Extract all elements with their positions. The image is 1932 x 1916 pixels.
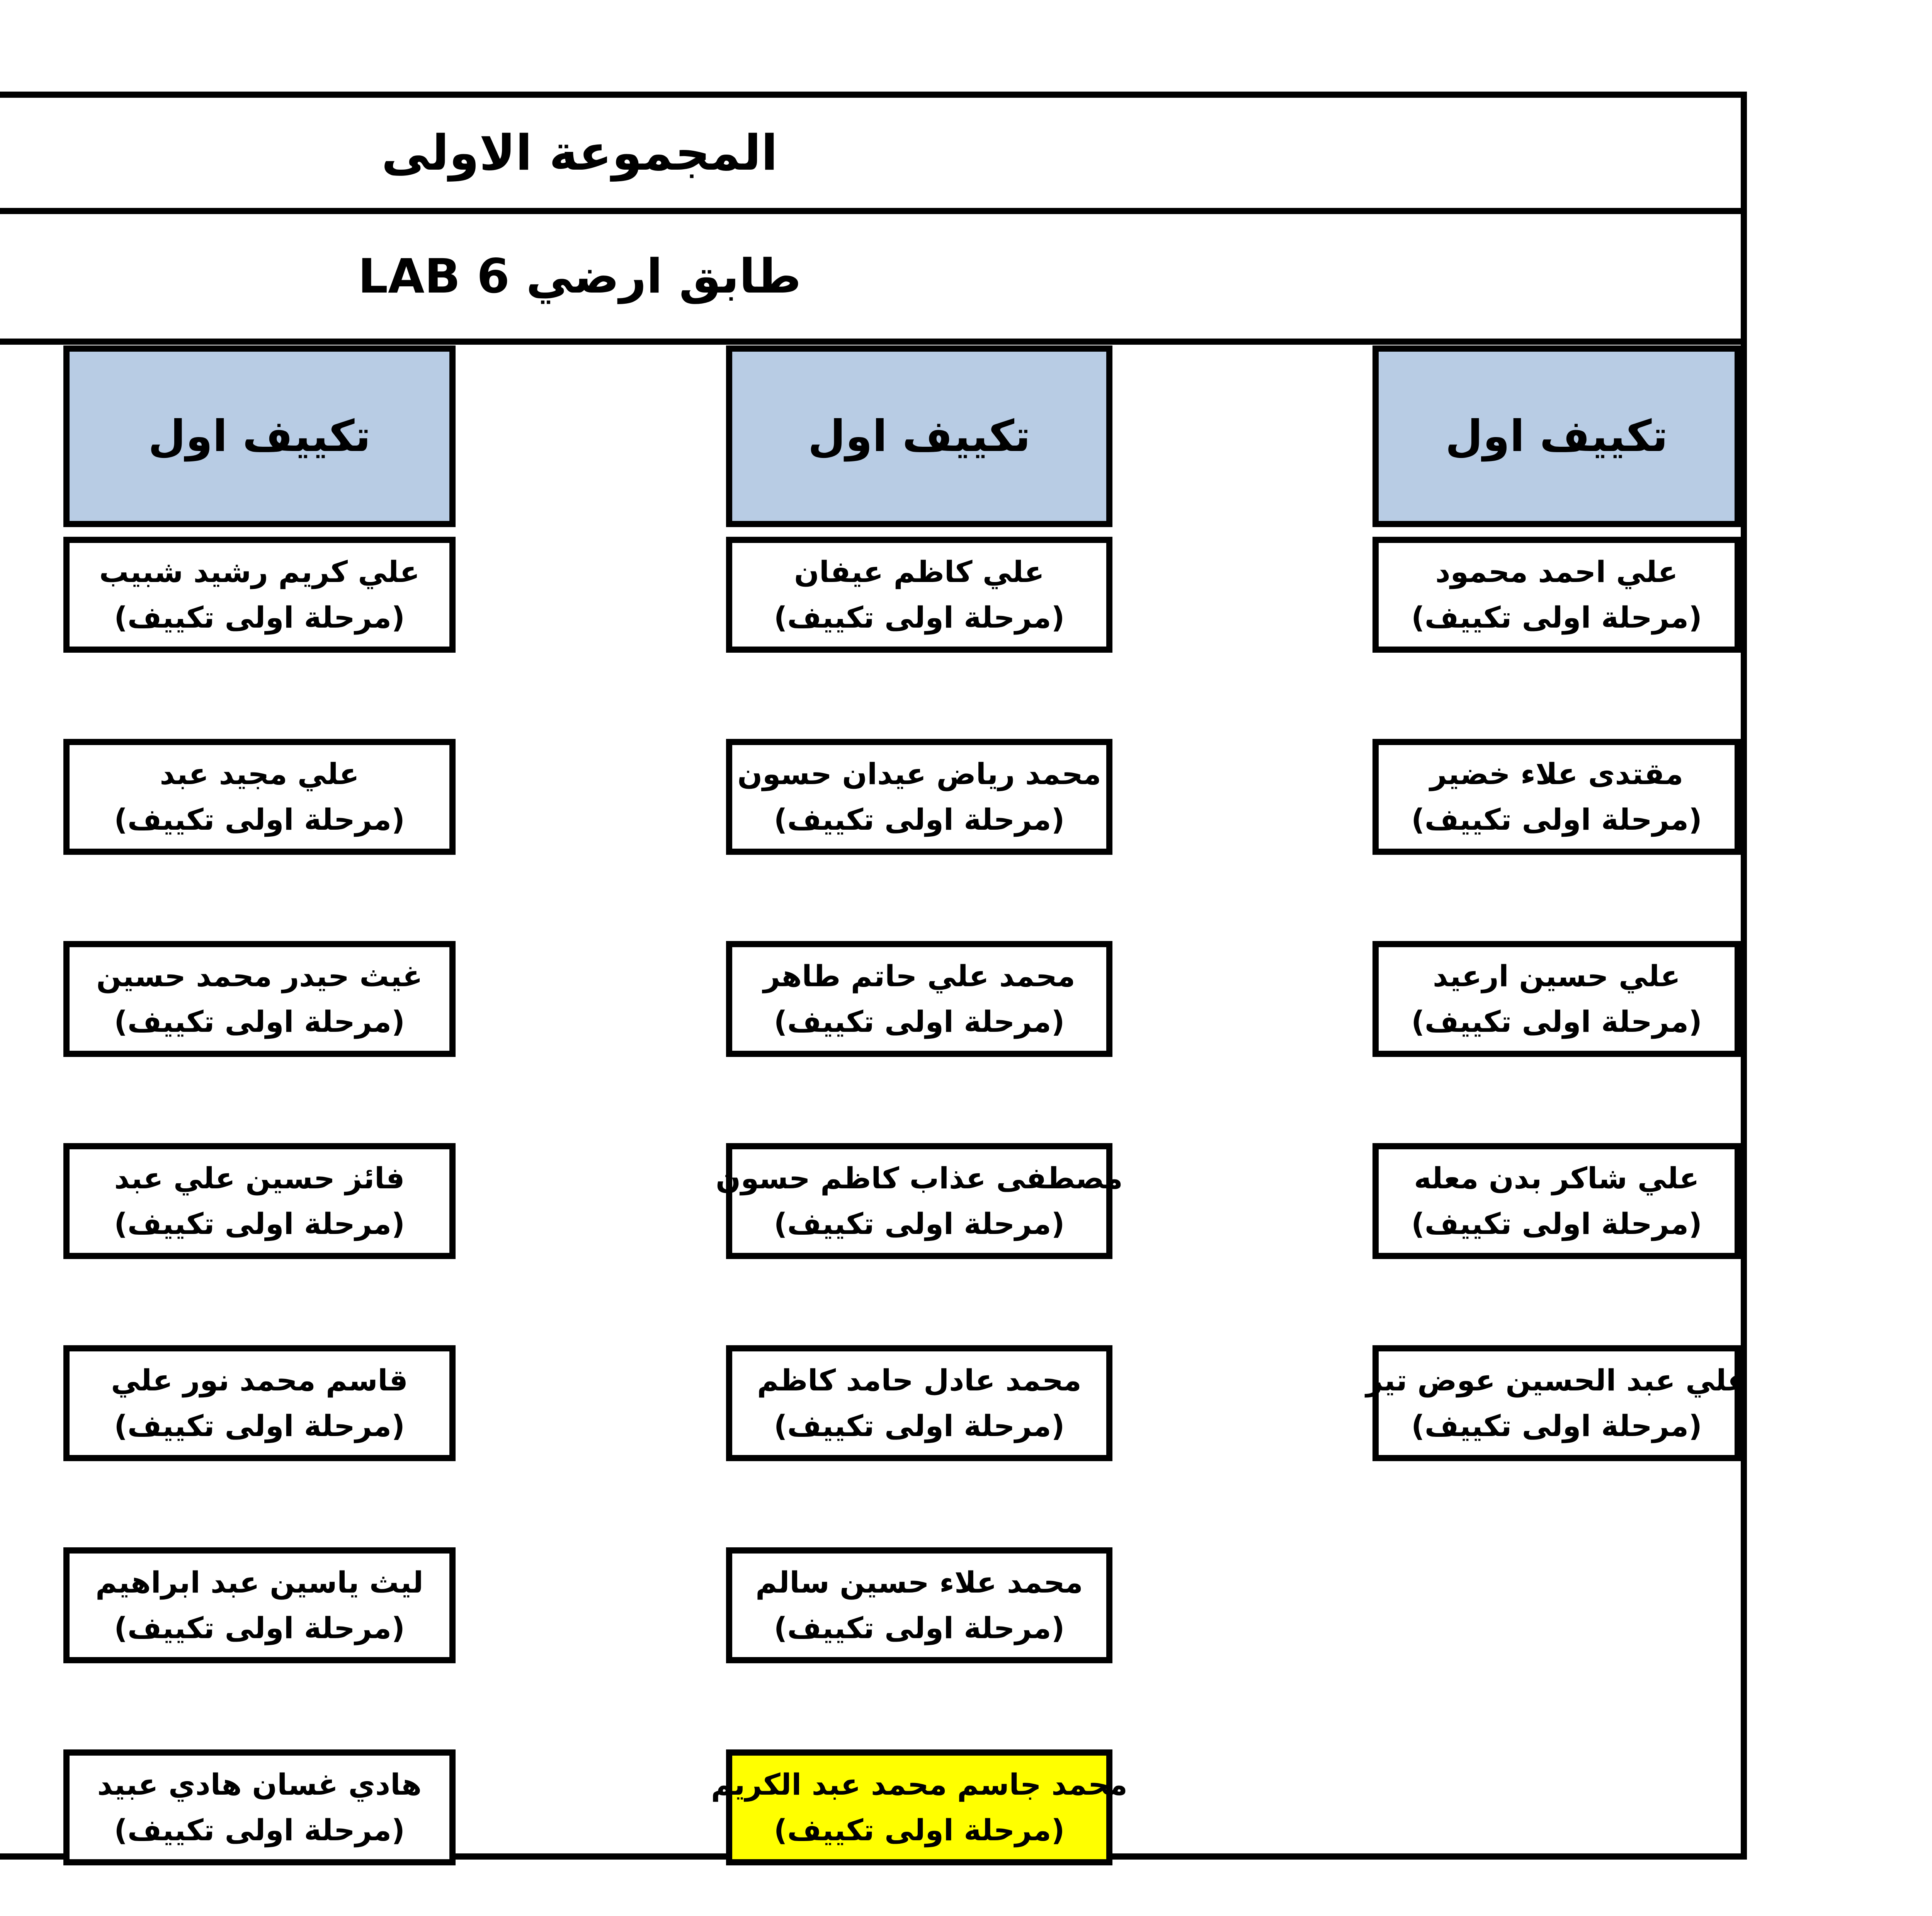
student-name: محمد جاسم محمد عبد الكريم xyxy=(711,1767,1128,1802)
student-box: فائز حسين علي عبد (مرحلة اولى تكييف) xyxy=(63,1143,456,1259)
student-stage: (مرحلة اولى تكييف) xyxy=(114,802,405,837)
column-header: تكييف اول xyxy=(726,345,1112,527)
student-box: علي حسين ارعيد (مرحلة اولى تكييف) xyxy=(1372,941,1741,1057)
column-header-label: تكييف اول xyxy=(808,411,1031,461)
student-box: علي شاكر بدن معله (مرحلة اولى تكييف) xyxy=(1372,1143,1741,1259)
student-name: علي مجيد عبد xyxy=(160,757,359,791)
student-stage: (مرحلة اولى تكييف) xyxy=(774,1409,1065,1443)
student-box: هادي غسان هادي عبيد (مرحلة اولى تكييف) xyxy=(63,1749,456,1865)
student-stage: (مرحلة اولى تكييف) xyxy=(1411,600,1702,635)
column-header: تكييف اول xyxy=(63,345,456,527)
student-name: هادي غسان هادي عبيد xyxy=(97,1767,422,1802)
student-box: علي كريم رشيد شبيب (مرحلة اولى تكييف) xyxy=(63,537,456,653)
student-name: غيث حيدر محمد حسين xyxy=(96,959,423,994)
student-name: علي احمد محمود xyxy=(1435,555,1678,589)
student-stage: (مرحلة اولى تكييف) xyxy=(774,600,1065,635)
student-box: غيث حيدر محمد حسين (مرحلة اولى تكييف) xyxy=(63,941,456,1057)
student-stage: (مرحلة اولى تكييف) xyxy=(774,1004,1065,1039)
student-stage: (مرحلة اولى تكييف) xyxy=(114,1206,405,1241)
student-stage: (مرحلة اولى تكييف) xyxy=(1411,1206,1702,1241)
column-header: تكييف اول xyxy=(1372,345,1741,527)
student-stage: (مرحلة اولى تكييف) xyxy=(774,802,1065,837)
columns-area: تكييف ثالث واثق عباس عبد زيد (مرحلة ثالث… xyxy=(0,345,1747,1865)
student-name: مصطفى عذاب كاظم حسون xyxy=(716,1161,1123,1196)
student-name: محمد عادل حامد كاظم xyxy=(757,1363,1082,1398)
student-box: علي عبد الحسين عوض تير (مرحلة اولى تكييف… xyxy=(1366,1345,1747,1461)
student-stage: (مرحلة اولى تكييف) xyxy=(774,1813,1065,1847)
column-header-label: تكييف اول xyxy=(1445,411,1668,461)
group-assignment-table: المجموعة الاولى طابق ارضي LAB 6 تكييف ثا… xyxy=(0,92,1747,1865)
student-stage: (مرحلة اولى تكييف) xyxy=(774,1611,1065,1645)
student-name: فائز حسين علي عبد xyxy=(114,1161,405,1196)
student-box: محمد علي حاتم طاهر (مرحلة اولى تكييف) xyxy=(726,941,1112,1057)
page-subtitle: طابق ارضي LAB 6 xyxy=(358,249,801,304)
student-name: علي حسين ارعيد xyxy=(1433,959,1680,994)
student-box: ليث ياسين عبد ابراهيم (مرحلة اولى تكييف) xyxy=(63,1547,456,1663)
student-name: علي عبد الحسين عوض تير xyxy=(1366,1363,1748,1398)
student-name: ليث ياسين عبد ابراهيم xyxy=(95,1565,423,1600)
ac-column: تكييف اول علي كريم رشيد شبيب (مرحلة اولى… xyxy=(63,345,456,1865)
student-box: محمد عادل حامد كاظم (مرحلة اولى تكييف) xyxy=(726,1345,1112,1461)
student-box: علي مجيد عبد (مرحلة اولى تكييف) xyxy=(63,739,456,855)
student-box: علي كاظم عيفان (مرحلة اولى تكييف) xyxy=(726,537,1112,653)
ac-column: تكييف اول علي احمد محمود (مرحلة اولى تكي… xyxy=(1366,345,1747,1853)
student-box: مقتدى علاء خضير (مرحلة اولى تكييف) xyxy=(1372,739,1741,855)
student-stage: (مرحلة اولى تكييف) xyxy=(114,1004,405,1039)
student-name: علي شاكر بدن معله xyxy=(1414,1161,1699,1196)
student-stage: (مرحلة اولى تكييف) xyxy=(774,1206,1065,1241)
student-stage: (مرحلة اولى تكييف) xyxy=(114,600,405,635)
student-name: محمد علي حاتم طاهر xyxy=(763,959,1075,994)
student-box: قاسم محمد نور علي (مرحلة اولى تكييف) xyxy=(63,1345,456,1461)
subtitle-row: طابق ارضي LAB 6 xyxy=(0,214,1741,345)
student-box: محمد علاء حسين سالم (مرحلة اولى تكييف) xyxy=(726,1547,1112,1663)
student-name: علي كاظم عيفان xyxy=(794,555,1044,589)
page-title: المجموعة الاولى xyxy=(381,124,778,181)
student-box: محمد رياض عيدان حسون (مرحلة اولى تكييف) xyxy=(726,739,1112,855)
student-name: مقتدى علاء خضير xyxy=(1430,757,1684,791)
student-stage: (مرحلة اولى تكييف) xyxy=(1411,802,1702,837)
student-name: علي كريم رشيد شبيب xyxy=(99,555,420,589)
student-stage: (مرحلة اولى تكييف) xyxy=(114,1409,405,1443)
student-stage: (مرحلة اولى تكييف) xyxy=(114,1611,405,1645)
student-name: محمد علاء حسين سالم xyxy=(755,1565,1083,1600)
title-row: المجموعة الاولى xyxy=(0,98,1741,214)
student-name: قاسم محمد نور علي xyxy=(111,1363,408,1398)
student-name: محمد رياض عيدان حسون xyxy=(737,757,1101,791)
student-stage: (مرحلة اولى تكييف) xyxy=(1411,1004,1702,1039)
student-stage: (مرحلة اولى تكييف) xyxy=(1411,1409,1702,1443)
student-stage: (مرحلة اولى تكييف) xyxy=(114,1813,405,1847)
column-header-label: تكييف اول xyxy=(148,411,371,461)
student-box: مصطفى عذاب كاظم حسون (مرحلة اولى تكييف) xyxy=(716,1143,1123,1259)
ac-column: تكييف اول علي كاظم عيفان (مرحلة اولى تكي… xyxy=(711,345,1128,1865)
student-box: علي احمد محمود (مرحلة اولى تكييف) xyxy=(1372,537,1741,653)
student-box: محمد جاسم محمد عبد الكريم (مرحلة اولى تك… xyxy=(711,1749,1128,1865)
